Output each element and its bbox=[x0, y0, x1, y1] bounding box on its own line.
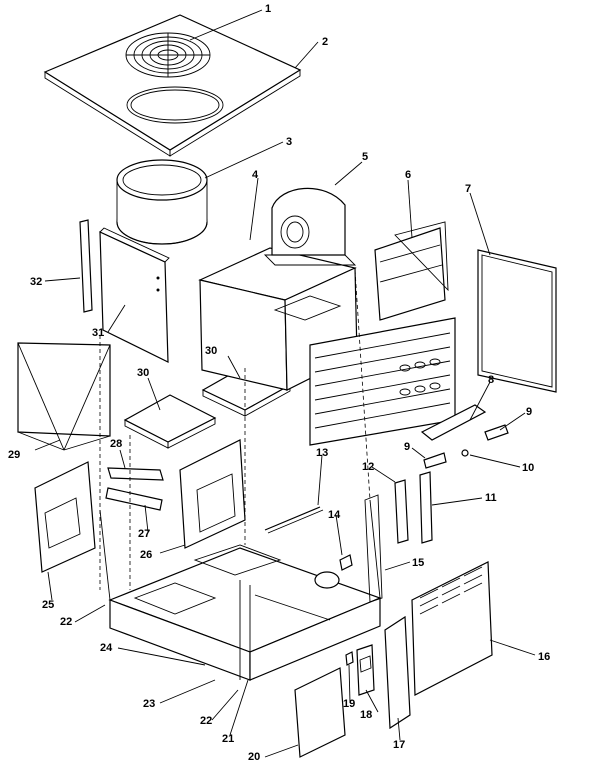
leader-lines bbox=[34, 9, 536, 758]
callout-8: 8 bbox=[488, 374, 494, 386]
wheel-14 bbox=[314, 554, 353, 589]
internal-panel-26 bbox=[179, 439, 246, 549]
callout-9a: 9 bbox=[526, 406, 532, 418]
callout-27: 27 bbox=[138, 528, 150, 540]
callout-2: 2 bbox=[322, 36, 328, 48]
clip-19 bbox=[345, 651, 354, 666]
callout-24: 24 bbox=[100, 642, 113, 654]
bracket-12 bbox=[394, 479, 409, 544]
blower-wheel bbox=[263, 187, 357, 266]
callout-14: 14 bbox=[328, 509, 341, 521]
callout-labels: 1 2 3 4 5 6 7 8 9 9 10 11 12 13 14 15 16… bbox=[8, 3, 550, 763]
callout-22b: 22 bbox=[200, 715, 212, 727]
bracket-8 bbox=[420, 404, 487, 441]
callout-26: 26 bbox=[140, 549, 152, 561]
base-cabinet bbox=[99, 494, 383, 681]
callout-15: 15 bbox=[412, 557, 424, 569]
filter-30-left bbox=[123, 394, 217, 449]
callout-9b: 9 bbox=[404, 441, 410, 453]
callout-5: 5 bbox=[362, 151, 368, 163]
callout-6: 6 bbox=[405, 169, 411, 181]
callout-32: 32 bbox=[30, 276, 42, 288]
callout-31: 31 bbox=[92, 327, 104, 339]
callout-16: 16 bbox=[538, 651, 550, 663]
bracket-11 bbox=[419, 471, 433, 544]
callout-18: 18 bbox=[360, 709, 372, 721]
callout-30b: 30 bbox=[205, 345, 217, 357]
callout-20: 20 bbox=[248, 751, 260, 763]
callout-22a: 22 bbox=[60, 616, 72, 628]
callout-19: 19 bbox=[343, 698, 355, 710]
callout-28: 28 bbox=[110, 438, 122, 450]
access-panel-25 bbox=[34, 461, 96, 573]
callout-21: 21 bbox=[222, 733, 234, 745]
bracket-28 bbox=[107, 467, 164, 481]
corner-strip bbox=[79, 219, 93, 313]
callout-29: 29 bbox=[8, 449, 20, 461]
bracket-27 bbox=[105, 487, 163, 511]
partition-6 bbox=[374, 221, 449, 321]
callout-1: 1 bbox=[265, 3, 271, 15]
callout-25: 25 bbox=[42, 599, 54, 611]
callout-10: 10 bbox=[522, 462, 534, 474]
side-panel-31 bbox=[99, 227, 170, 363]
callout-30a: 30 bbox=[137, 367, 149, 379]
louvered-panel-16 bbox=[411, 561, 493, 696]
latch-18 bbox=[356, 644, 375, 696]
callout-23: 23 bbox=[143, 698, 155, 710]
assembly-guide-lines bbox=[99, 269, 371, 590]
fan-guard bbox=[125, 32, 211, 78]
fan-orifice-ring bbox=[116, 159, 208, 245]
panel-7 bbox=[477, 249, 557, 393]
door-17 bbox=[384, 615, 411, 730]
callout-12: 12 bbox=[362, 461, 374, 473]
callout-17: 17 bbox=[393, 739, 405, 751]
front-panel-20 bbox=[294, 667, 346, 758]
clip-9b bbox=[423, 452, 447, 469]
callout-11: 11 bbox=[485, 492, 497, 504]
filter-assembly bbox=[17, 342, 111, 451]
callout-7: 7 bbox=[465, 183, 471, 195]
callout-13: 13 bbox=[316, 447, 328, 459]
washer-10 bbox=[461, 449, 469, 457]
callout-4: 4 bbox=[252, 169, 259, 181]
callout-3: 3 bbox=[286, 136, 292, 148]
top-cover-panel bbox=[43, 14, 302, 157]
rail-13 bbox=[264, 506, 324, 534]
